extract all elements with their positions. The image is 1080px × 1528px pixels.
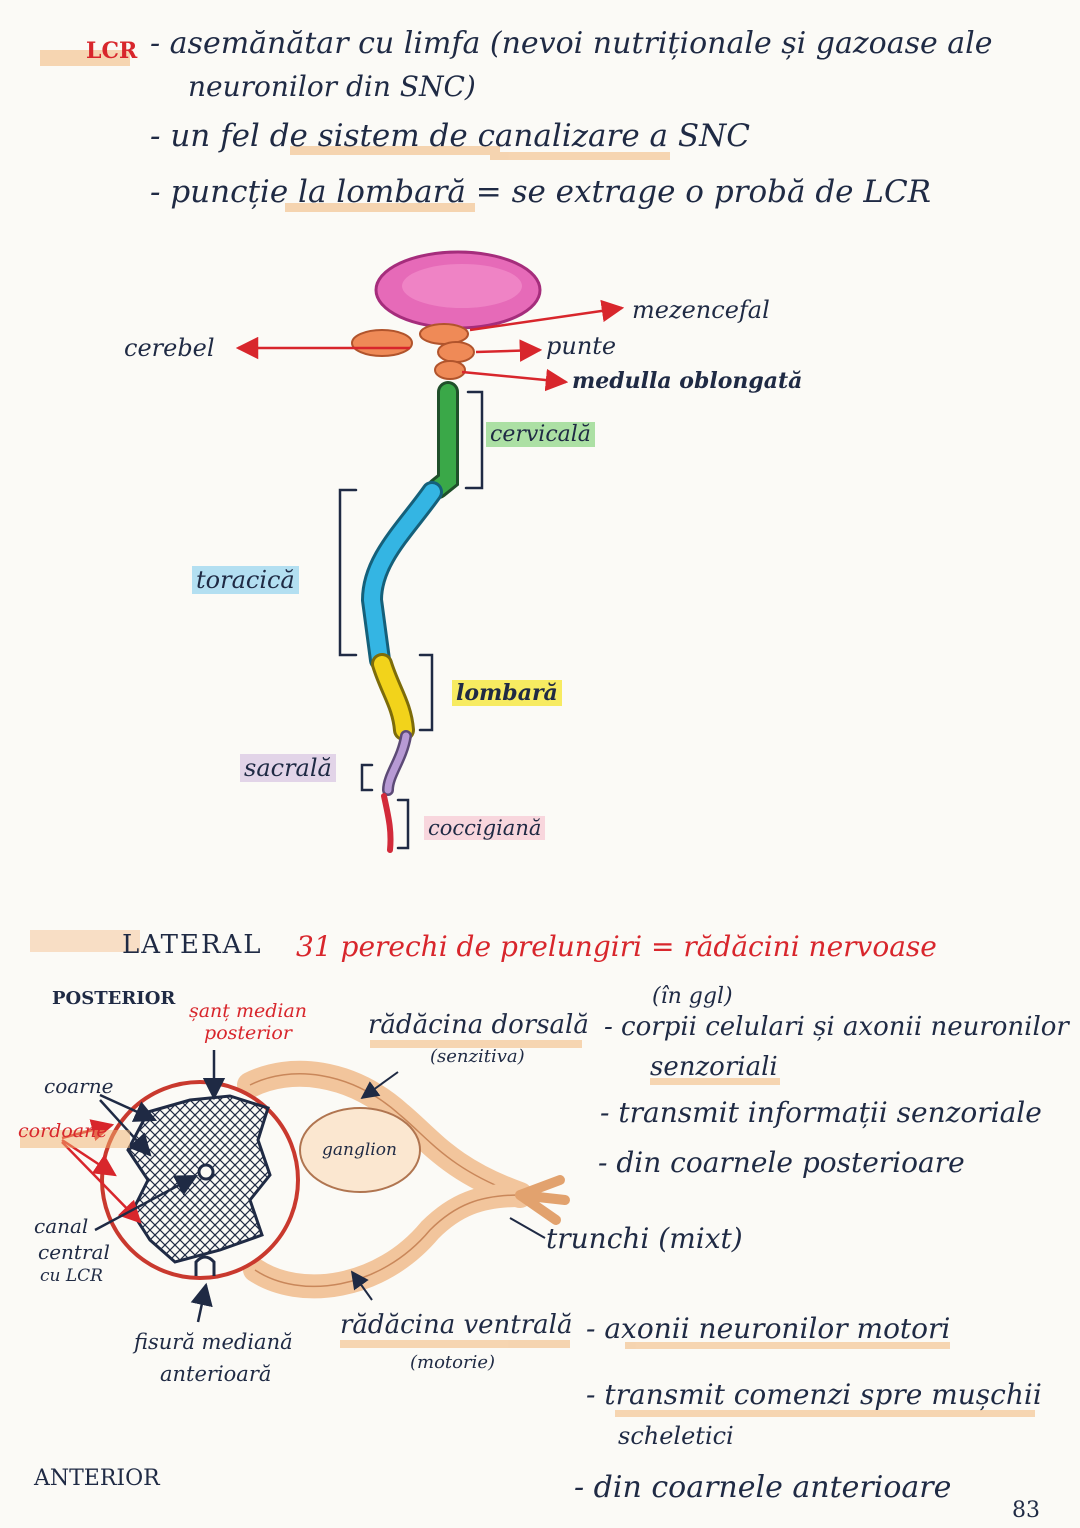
label-lombara: lombară	[452, 680, 562, 706]
page-number: 83	[1012, 1498, 1040, 1523]
ventral-note-3: scheletici	[618, 1422, 734, 1450]
intro-line-1: - asemănătar cu limfa (nevoi nutrițional…	[150, 26, 993, 61]
coccygeal-segment	[381, 793, 394, 853]
lateral-label: LATERAL	[122, 930, 263, 960]
label-anterior: ANTERIOR	[34, 1466, 160, 1491]
label-dorsal-root-sub: (senzitiva)	[430, 1046, 525, 1067]
bracket-coccygeal	[396, 798, 410, 850]
pons-shape	[437, 341, 475, 363]
lcr-tag: LCR	[86, 38, 138, 64]
label-fisura-2: anterioară	[160, 1362, 272, 1386]
label-posterior: POSTERIOR	[52, 988, 176, 1009]
label-canal-3: cu LCR	[40, 1266, 103, 1286]
label-ventral-root: rădăcina ventrală	[340, 1310, 573, 1340]
label-coarne: coarne	[44, 1074, 114, 1098]
spinal-cross-section	[61, 1050, 570, 1323]
label-cervicala: cervicală	[486, 422, 595, 447]
label-punte: punte	[546, 332, 617, 360]
label-sacrala: sacrală	[240, 754, 336, 782]
label-mezencefal: mezencefal	[632, 296, 770, 324]
dorsal-note-4: - din coarnele posterioare	[598, 1146, 965, 1179]
intro-line-4: - puncție la lombară = se extrage o prob…	[150, 174, 932, 210]
ganglion-shape	[299, 1107, 421, 1193]
brain-diagram	[235, 250, 625, 392]
intro-highlights	[40, 50, 670, 212]
label-trunk: trunchi (mixt)	[546, 1222, 743, 1255]
notes-highlights	[20, 1040, 1035, 1417]
spinal-cord-diagram	[338, 381, 484, 853]
label-medulla: medulla oblongată	[572, 368, 803, 394]
lateral-highlight	[30, 930, 140, 952]
ventral-note-4: - din coarnele anterioare	[574, 1470, 952, 1505]
ventral-note-2: - transmit comenzi spre mușchii	[586, 1378, 1042, 1411]
label-canal-1: canal	[34, 1214, 89, 1238]
dorsal-note-1: - corpii celulari și axonii neuronilor	[604, 1012, 1069, 1042]
label-coccigiana: coccigiană	[424, 816, 546, 840]
bracket-cervical	[464, 390, 484, 490]
dorsal-note-in-ggl: (în ggl)	[652, 984, 733, 1009]
label-sant: șanț median posterior	[188, 1000, 308, 1044]
label-cerebel: cerebel	[124, 334, 215, 362]
label-toracica: toracică	[192, 566, 299, 594]
label-dorsal-root: rădăcina dorsală	[368, 1010, 589, 1040]
dorsal-note-3: - transmit informații senzoriale	[600, 1096, 1042, 1129]
medulla-shape	[434, 360, 466, 380]
grey-matter-shape	[126, 1094, 272, 1264]
label-ventral-root-sub: (motorie)	[410, 1352, 496, 1373]
label-ganglion: ganglion	[322, 1140, 397, 1160]
bracket-thoracic	[338, 488, 358, 657]
label-canal-2: central	[38, 1240, 110, 1264]
ventral-note-1: - axonii neuronilor motori	[586, 1312, 951, 1345]
intro-line-3: - un fel de sistem de canalizare a SNC	[150, 118, 750, 154]
central-canal-shape	[197, 1163, 215, 1181]
dorsal-note-2: senzoriali	[650, 1052, 778, 1082]
label-cordoane: cordoane	[18, 1120, 108, 1142]
cerebellum-shape	[351, 329, 413, 357]
trunk-shape	[515, 1175, 570, 1225]
lateral-title: 31 perechi de prelungiri = rădăcini nerv…	[296, 930, 937, 963]
bracket-sacral	[360, 763, 374, 792]
label-fisura-1: fisură mediană	[134, 1330, 293, 1354]
intro-line-2: neuronilor din SNC)	[188, 70, 476, 103]
bracket-lumbar	[418, 653, 434, 732]
